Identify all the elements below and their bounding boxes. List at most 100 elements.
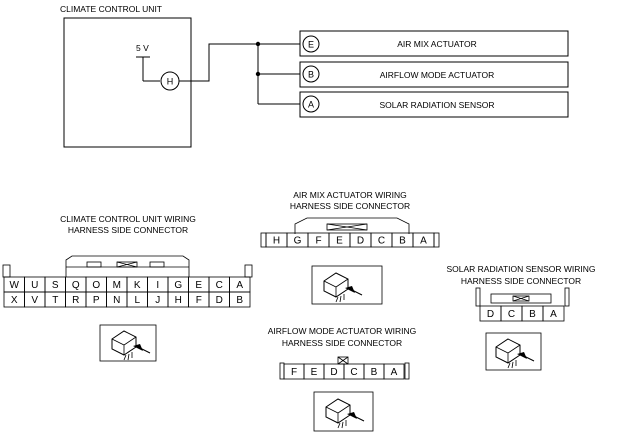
terminal-a-circle (302, 95, 320, 113)
solar-connector-title-line-1: SOLAR RADIATION SENSOR WIRING (446, 264, 595, 274)
ccu-top-pin-label: A (236, 280, 243, 291)
ccu-bottom-pin-label: D (216, 295, 223, 306)
air-mix-right-tab (433, 232, 440, 248)
ccu-hood-key-x (116, 261, 138, 268)
ccu-hood-slot (86, 261, 102, 268)
airflow-key-x (337, 356, 349, 365)
ccu-top-pin-label: U (31, 280, 38, 291)
ccu-top-pin-label: G (174, 280, 182, 291)
airflow-mode-actuator-box (299, 61, 569, 88)
air-mix-pin-label: G (294, 236, 302, 247)
solar-connector: SOLAR RADIATION SENSOR WIRING HARNESS SI… (446, 264, 596, 371)
air-mix-connector: AIR MIX ACTUATOR WIRING HARNESS SIDE CON… (260, 190, 440, 305)
airflow-pin-label: A (391, 367, 398, 378)
solar-hood (490, 293, 552, 304)
solar-hood-key-x (512, 295, 530, 302)
ccu-connector-title-line-1: CLIMATE CONTROL UNIT WIRING (60, 214, 196, 224)
ccu-top-pin-label: O (92, 280, 100, 291)
ccu-bottom-pin-label: R (72, 295, 79, 306)
ccu-bottom-pin-label: J (155, 295, 160, 306)
solar-connector-title-line-2: HARNESS SIDE CONNECTOR (461, 276, 581, 286)
ccu-bottom-pin-label: V (31, 295, 38, 306)
air-mix-connector-title-line-2: HARNESS SIDE CONNECTOR (290, 201, 410, 211)
ccu-right-latch (244, 264, 253, 278)
ccu-bottom-pin-label: B (236, 295, 243, 306)
ccu-hood-slot (149, 261, 165, 268)
solar-radiation-sensor-box (299, 91, 569, 118)
air-mix-view-icon-box (311, 265, 383, 305)
ccu-bottom-pin-label: L (134, 295, 140, 306)
ccu-bottom-pin-label: N (113, 295, 120, 306)
airflow-pin-cell (383, 363, 405, 380)
junction-dot (255, 71, 261, 77)
air-mix-hood-key (326, 223, 368, 231)
airflow-mode-actuator-label: AIRFLOW MODE ACTUATOR (380, 70, 494, 80)
ccu-top-pin-label: Q (72, 280, 80, 291)
ccu-view-icon-box (99, 324, 157, 362)
ccu-left-latch (2, 264, 11, 278)
ccu-bottom-pin-label: P (93, 295, 100, 306)
air-mix-hood-key-x (326, 223, 368, 231)
terminal-b-circle (302, 65, 320, 83)
airflow-connector: AIRFLOW MODE ACTUATOR WIRING HARNESS SID… (268, 326, 416, 432)
connector-view-icon (111, 330, 151, 361)
airflow-pin-label: B (371, 367, 378, 378)
ccu-connector-title-line-2: HARNESS SIDE CONNECTOR (68, 225, 188, 235)
airflow-pin-label: D (330, 367, 337, 378)
airflow-connector-title-line-2: HARNESS SIDE CONNECTOR (282, 338, 402, 348)
airflow-right-tab (404, 362, 410, 380)
solar-pin-label: D (487, 309, 494, 320)
connector-view-icon (323, 272, 363, 303)
solar-pin-label: C (508, 309, 515, 320)
connector-view-icon (325, 398, 365, 429)
air-mix-pin-label: A (420, 236, 427, 247)
ccu-bottom-pin-label: H (175, 295, 182, 306)
junction-dot (255, 41, 261, 47)
ccu-top-pin-label: K (134, 280, 141, 291)
schematic: CLIMATE CONTROL UNIT 5 V H E B A AIR MIX… (60, 4, 569, 148)
ccu-connector: CLIMATE CONTROL UNIT WIRING HARNESS SIDE… (2, 214, 253, 362)
ccu-top-pin-label: E (195, 280, 202, 291)
ccu-bottom-pin-label: F (196, 295, 202, 306)
output-wire (179, 43, 258, 82)
voltage-label: 5 V (136, 43, 149, 53)
ccu-top-pin-label: I (156, 280, 159, 291)
air-mix-hood (294, 217, 410, 234)
airflow-view-icon-box (313, 391, 374, 432)
airflow-pin-label: C (350, 367, 357, 378)
air-mix-actuator-box (299, 30, 569, 57)
ccu-top-pin-label: M (113, 280, 121, 291)
ccu-hood-key (116, 261, 138, 268)
ccu-bottom-pin-label: X (11, 295, 18, 306)
ccu-bottom-pin-cell (229, 291, 251, 308)
terminal-e-label: E (308, 40, 314, 50)
terminal-e-circle (302, 35, 320, 53)
terminal-a-label: A (308, 100, 314, 110)
air-mix-pin-label: F (315, 236, 321, 247)
ccu-hood (65, 255, 190, 277)
ccu-top-pin-label: C (216, 280, 223, 291)
solar-pin-label: B (529, 309, 536, 320)
airflow-pin-label: F (291, 367, 297, 378)
connector-view-icon (495, 338, 535, 369)
solar-view-icon-box (485, 332, 542, 371)
air-mix-connector-title-line-1: AIR MIX ACTUATOR WIRING (293, 190, 407, 200)
airflow-left-tab (279, 362, 285, 380)
airflow-connector-title-line-1: AIRFLOW MODE ACTUATOR WIRING (268, 326, 416, 336)
climate-control-unit-label: CLIMATE CONTROL UNIT (60, 4, 162, 14)
air-mix-pin-label: H (273, 236, 280, 247)
solar-right-tab (564, 287, 570, 307)
air-mix-left-tab (260, 232, 267, 248)
ccu-top-pin-label: W (10, 280, 20, 291)
air-mix-pin-label: C (378, 236, 385, 247)
solar-radiation-sensor-label: SOLAR RADIATION SENSOR (379, 100, 494, 110)
ccu-bottom-pin-label: T (52, 295, 58, 306)
solar-pin-label: A (550, 309, 557, 320)
air-mix-pin-label: D (357, 236, 364, 247)
